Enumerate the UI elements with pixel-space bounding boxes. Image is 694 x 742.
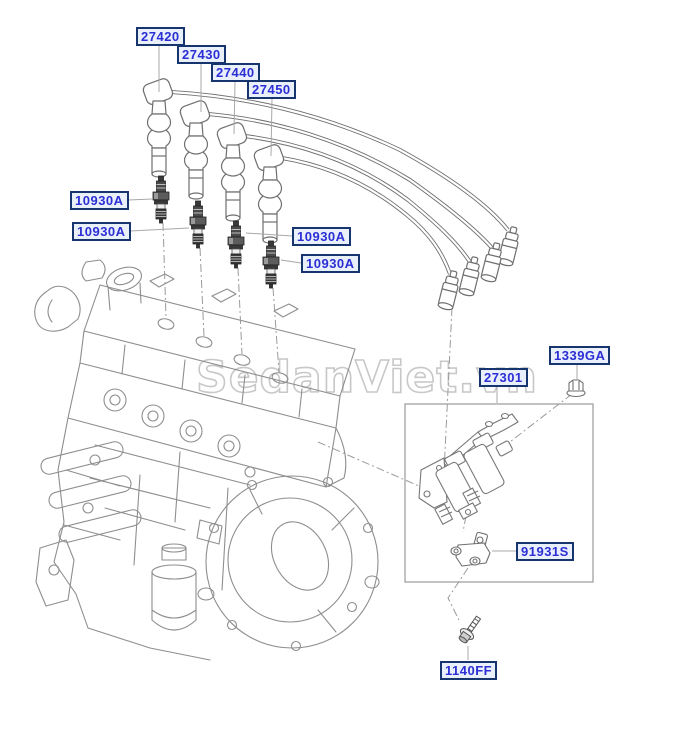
part-label-10930a-4[interactable]: 10930A bbox=[301, 254, 360, 273]
bolt-1140ff-drawing bbox=[458, 615, 482, 644]
center-lines bbox=[162, 222, 573, 621]
spark-plug-1 bbox=[152, 175, 170, 224]
part-label-27430[interactable]: 27430 bbox=[177, 45, 226, 64]
engine-illustration bbox=[34, 259, 380, 661]
part-label-1339ga[interactable]: 1339GA bbox=[549, 346, 611, 365]
part-label-91931s[interactable]: 91931S bbox=[516, 542, 574, 561]
wire-terminal-3 bbox=[457, 254, 484, 298]
wire-terminal-4 bbox=[436, 268, 463, 312]
part-label-1140ff[interactable]: 1140FF bbox=[440, 661, 498, 680]
part-label-27440[interactable]: 27440 bbox=[211, 63, 260, 82]
part-label-27450[interactable]: 27450 bbox=[247, 80, 296, 99]
ignition-wire-set bbox=[141, 76, 523, 312]
wire-boot-4 bbox=[252, 142, 286, 244]
spark-plug-4 bbox=[262, 240, 280, 289]
bracket-91931s-drawing bbox=[450, 531, 491, 567]
coil-detail-box bbox=[404, 403, 594, 583]
wire-boot-1 bbox=[141, 76, 175, 178]
leader-lines bbox=[127, 46, 578, 660]
part-label-27420[interactable]: 27420 bbox=[136, 27, 185, 46]
part-label-10930a-3[interactable]: 10930A bbox=[292, 227, 351, 246]
nut-1339ga-drawing bbox=[566, 379, 586, 398]
ignition-coil-assembly bbox=[418, 412, 519, 525]
part-label-10930a-2[interactable]: 10930A bbox=[72, 222, 131, 241]
part-label-10930a-1[interactable]: 10930A bbox=[70, 191, 129, 210]
spark-plug-2 bbox=[189, 200, 207, 249]
wire-boot-3 bbox=[215, 120, 249, 222]
wire-boot-2 bbox=[178, 98, 212, 200]
spark-plug-3 bbox=[227, 220, 245, 269]
part-label-27301[interactable]: 27301 bbox=[479, 368, 528, 387]
